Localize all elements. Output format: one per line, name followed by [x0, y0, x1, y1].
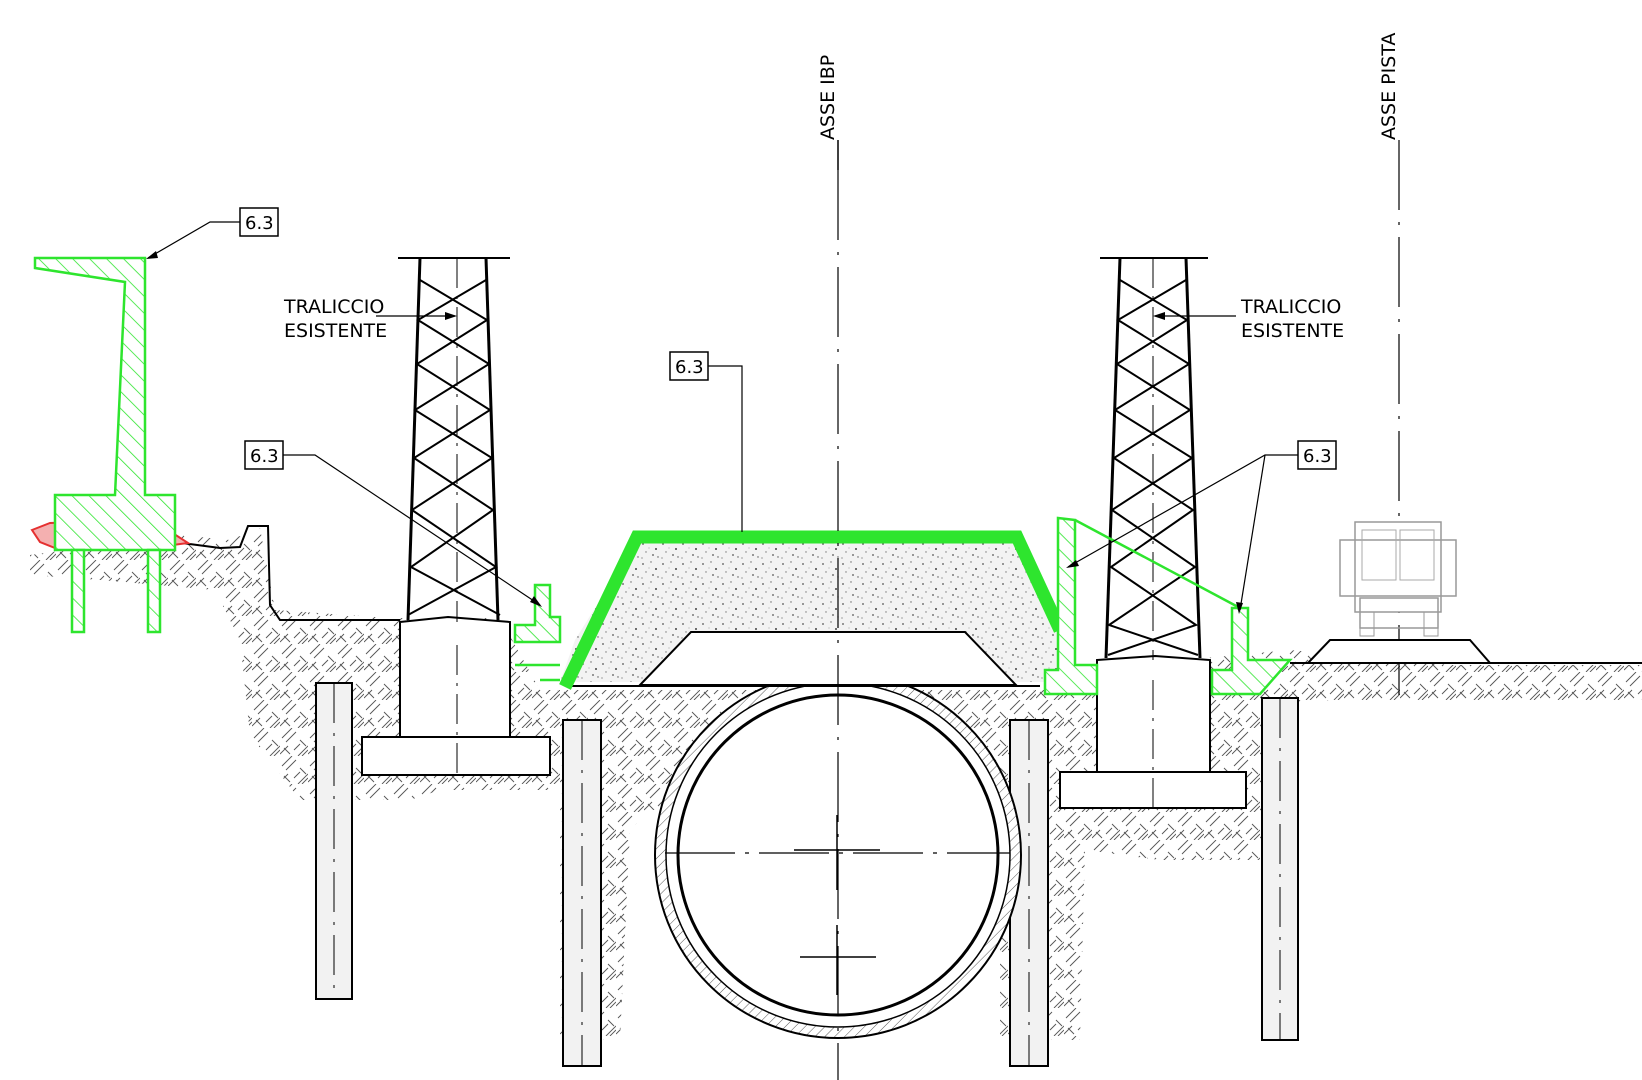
right-tower: [1100, 257, 1208, 660]
gravel-fill: [560, 536, 1060, 687]
svg-text:6.3: 6.3: [1303, 446, 1332, 467]
callout-right: 6.3: [1066, 440, 1337, 614]
svg-text:ESISTENTE: ESISTENTE: [284, 320, 387, 342]
axis-ibp-label: ASSE IBP: [817, 55, 839, 140]
callout-left-mid: 6.3: [244, 440, 542, 607]
left-tower-foundation: [361, 615, 551, 776]
svg-text:6.3: 6.3: [675, 357, 704, 378]
left-small-wall: [513, 583, 562, 682]
protection-layer: [559, 530, 1066, 690]
ground-profile: [181, 525, 400, 621]
callout-top-center: 6.3: [669, 351, 743, 532]
pipe-cradle: [637, 631, 1019, 686]
svg-text:ESISTENTE: ESISTENTE: [1241, 320, 1344, 342]
left-tower: [398, 257, 510, 622]
right-retaining-wall: [1043, 516, 1293, 696]
axis-pista: ASSE PISTA: [1378, 33, 1400, 700]
right-tower-label: TRALICCIO ESISTENTE: [1153, 296, 1344, 342]
truck: [1305, 521, 1493, 664]
svg-text:TRALICCIO: TRALICCIO: [1240, 296, 1341, 318]
callout-left-wall: 6.3: [146, 207, 279, 259]
axis-ibp: ASSE IBP: [817, 55, 839, 1080]
left-tower-label: TRALICCIO ESISTENTE: [283, 296, 457, 342]
svg-text:TRALICCIO: TRALICCIO: [283, 296, 384, 318]
svg-text:6.3: 6.3: [250, 446, 279, 467]
left-retaining-wall: [30, 256, 191, 634]
svg-text:6.3: 6.3: [245, 213, 274, 234]
axis-pista-label: ASSE PISTA: [1378, 33, 1400, 140]
right-tower-foundation: [1059, 654, 1247, 809]
